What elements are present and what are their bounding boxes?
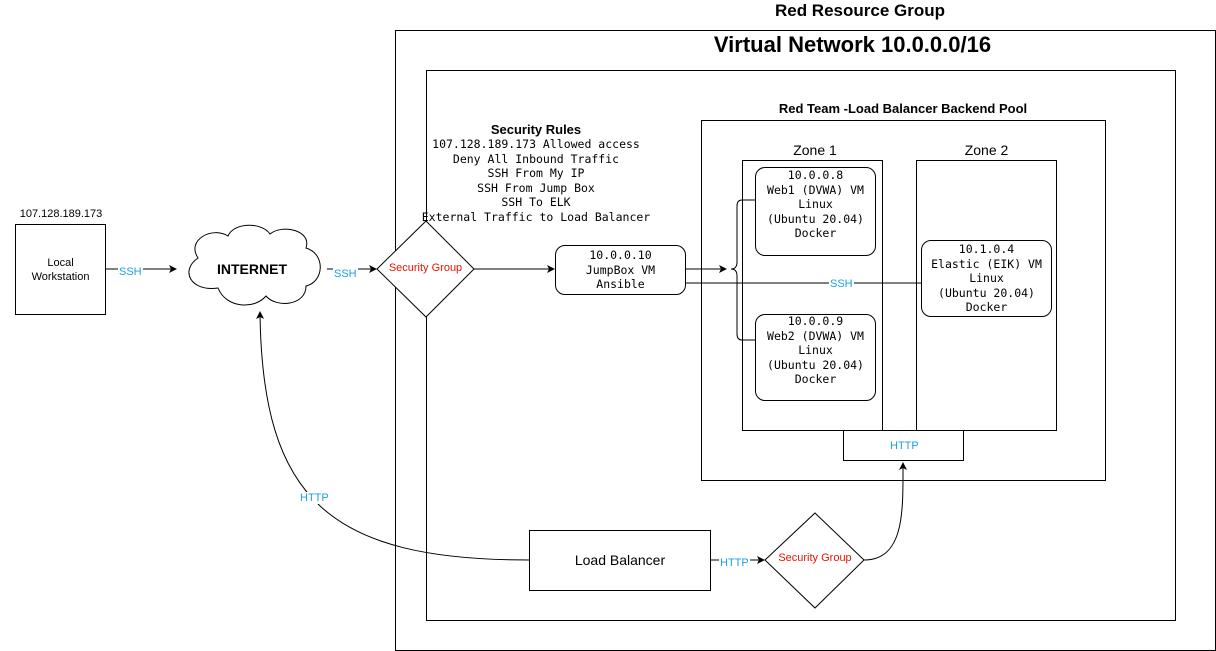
zone-2-label: Zone 2: [964, 142, 1009, 158]
local-workstation-label: Local Workstation: [31, 257, 90, 283]
edge-label-ssh-elk: SSH: [829, 278, 854, 290]
local-workstation-node[interactable]: [15, 224, 106, 315]
jumpbox-vm-node[interactable]: [555, 245, 686, 295]
security-rules-title: Security Rules: [490, 122, 582, 137]
internet-cloud-icon: [188, 224, 321, 306]
edge-label-http-box: HTTP: [889, 440, 920, 452]
edge-label-http-lb: HTTP: [719, 557, 750, 569]
workstation-ip: 107.128.189.173: [19, 208, 103, 220]
jumpbox-vm-label: 10.0.0.10 JumpBox VM Ansible: [585, 248, 656, 291]
zone-1-label: Zone 1: [793, 142, 837, 158]
elk-vm-label: 10.1.0.4 Elastic (EIK) VM Linux (Ubuntu …: [931, 242, 1042, 314]
edge-label-ssh-workstation: SSH: [118, 266, 143, 278]
web1-vm-node[interactable]: [755, 167, 876, 256]
internet-label: INTERNET: [217, 261, 287, 277]
web2-vm-label: 10.0.0.9 Web2 (DVWA) VM Linux (Ubuntu 20…: [767, 314, 864, 386]
backend-pool-title: Red Team -Load Balancer Backend Pool: [778, 101, 1028, 116]
security-group-top-diamond: [376, 220, 475, 318]
web1-vm-label: 10.0.0.8 Web1 (DVWA) VM Linux (Ubuntu 20…: [767, 168, 864, 240]
load-balancer-node[interactable]: [529, 530, 711, 591]
edge-label-http-internet: HTTP: [299, 492, 330, 504]
security-group-bottom-label: Security Group: [778, 552, 852, 564]
load-balancer-label: Load Balancer: [574, 552, 666, 568]
edge-label-ssh-internet: SSH: [333, 268, 358, 280]
resource-group-title: Red Resource Group: [774, 1, 946, 20]
security-group-bottom-diamond: [764, 512, 865, 609]
elk-vm-node[interactable]: [921, 240, 1052, 317]
security-rules-list: 107.128.189.173 Allowed access Deny All …: [421, 137, 651, 224]
security-group-top-label: Security Group: [388, 262, 463, 274]
vnet-title: Virtual Network 10.0.0.0/16: [713, 32, 992, 57]
web2-vm-node[interactable]: [755, 314, 876, 401]
